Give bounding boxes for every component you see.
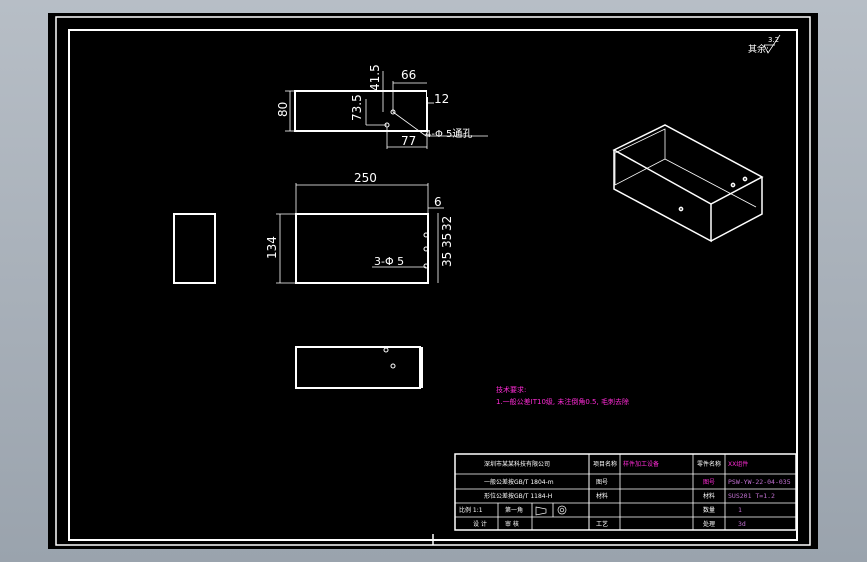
hole-icon [423,232,429,238]
dim-top-d7: 32 [440,216,454,231]
bottom-view [295,346,423,389]
dim-front-d3: 73.5 [350,94,364,121]
tb-material-label-2: 材料 [703,492,715,500]
inner-border [68,29,798,541]
isometric-view [612,124,764,243]
dim-top-d6: 6 [434,195,442,209]
hole-icon [383,347,389,353]
tb-finish-label: 处理 [703,520,715,528]
tech-title: 技术要求: [496,385,526,394]
first-angle-projection-icon [535,505,567,516]
roughness-label: 其余: [748,43,769,55]
tb-std2: 形位公差按GB/T 1184-H [484,492,552,500]
tb-reviewer: 审 核 [505,520,519,528]
dim-top-d9: 35 [440,252,454,267]
dim-front-height: 80 [276,102,290,117]
tb-drawno-label: 图号 [596,479,608,486]
tb-material-value: SUS201 T=1.2 [728,492,775,500]
hole-icon [423,263,429,269]
top-view: 250 134 6 32 35 35 3-Φ 5 [265,171,454,284]
tb-qty-label: 数量 [703,506,715,514]
front-hole-note: 4-Φ 5通孔 [425,128,472,140]
title-block: 深圳市某某科技有限公司 一般公差按GB/T 1804-m 形位公差按GB/T 1… [454,453,797,531]
roughness-value: 3.2 [768,36,779,44]
dim-front-d4: 12 [434,92,449,106]
tb-designer: 设 计 [473,520,487,528]
tb-process-label: 工艺 [596,520,608,528]
tb-drawno-label-2: 图号 [703,479,715,486]
tb-project-label: 项目名称 [593,460,617,468]
tb-scale: 比例 1:1 [459,506,483,514]
cad-drawing-viewport[interactable]: 其余: 3.2 80 41.5 66 73.5 12 77 [48,13,818,549]
dim-front-d2: 66 [401,68,416,82]
dim-top-width: 134 [265,236,279,259]
top-view-outline [295,213,429,284]
front-view: 80 41.5 66 73.5 12 77 4-Φ 5通孔 [276,64,488,149]
dim-top-d8: 35 [440,233,454,248]
top-hole-note: 3-Φ 5 [374,255,404,268]
tb-name-value: XX组件 [728,460,748,468]
tb-finish-value: 3d [738,520,746,528]
tech-line-1: 1.一般公差IT10级, 未注倒角0.5, 毛刺去除 [496,397,629,406]
tb-material-label: 材料 [596,492,608,500]
dim-front-d1: 41.5 [368,64,382,91]
tb-project-value: 样件加工设备 [623,460,659,468]
hole-icon [390,363,396,369]
tb-name-label: 零件名称 [697,460,721,468]
roughness-check-icon [763,34,781,54]
tb-company: 深圳市某某科技有限公司 [484,460,550,468]
tb-angle: 第一角 [505,506,523,514]
tb-drawno-value: PSW-YW-22-04-035 [728,478,791,486]
drawing-canvas: 其余: 3.2 80 41.5 66 73.5 12 77 [55,16,811,546]
hole-icon [423,246,429,252]
front-view-outline [294,90,428,132]
dim-front-d5: 77 [401,134,416,148]
left-side-view [173,213,216,284]
tb-std1: 一般公差按GB/T 1804-m [484,478,554,486]
roughness-symbol: 其余: 3.2 [748,34,781,55]
tb-qty-value: 1 [738,506,742,514]
dim-top-length: 250 [354,171,377,185]
bottom-view-outline [295,346,421,389]
